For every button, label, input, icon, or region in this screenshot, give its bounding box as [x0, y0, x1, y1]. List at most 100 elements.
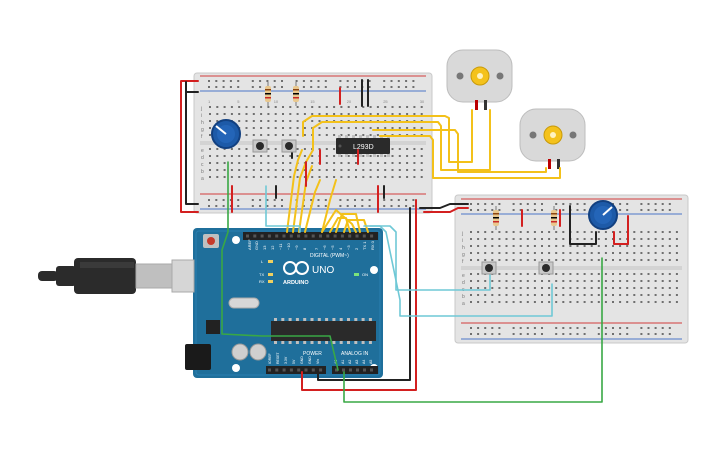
row-letter: i: [201, 113, 202, 119]
column-number: 30: [420, 99, 425, 104]
pin-label: ~11: [278, 243, 283, 250]
power-jack-icon[interactable]: [185, 344, 211, 370]
wire-green: [221, 161, 339, 371]
pin-label: 13: [262, 245, 267, 250]
wire-yellow: [372, 129, 547, 173]
led-label: TX: [259, 272, 264, 277]
pin-label: 12: [270, 245, 275, 250]
pin-label: ~10: [286, 242, 291, 250]
wire-cyan: [265, 185, 301, 233]
on-label: ON: [362, 272, 368, 277]
l293d-chip[interactable]: L293D: [336, 135, 390, 157]
pin-label: A3: [355, 360, 359, 364]
digital-label: DIGITAL (PWM~): [310, 253, 349, 259]
wire-black: [569, 205, 597, 245]
pin-label: A5: [369, 360, 373, 364]
wire-black: [185, 81, 199, 205]
column-number: 20: [347, 99, 352, 104]
wire-red: [180, 80, 199, 89]
wire-yellow: [304, 179, 321, 233]
wire-black: [317, 207, 411, 381]
analog-label: ANALOG IN: [341, 351, 369, 357]
power-analog-header: [268, 368, 373, 372]
pushbutton-1[interactable]: [252, 139, 268, 153]
row-letter: b: [201, 169, 204, 175]
row-letter: i: [462, 238, 463, 244]
dc-motor-2[interactable]: [519, 108, 586, 169]
row-letter: a: [462, 301, 465, 307]
pin-label: 4: [338, 247, 343, 250]
dc-motor-1[interactable]: [446, 49, 513, 110]
board-model: UNO: [312, 265, 334, 276]
row-letter: a: [201, 176, 204, 182]
pin-label: GND: [300, 356, 304, 364]
wire-yellow: [321, 179, 337, 233]
row-letter: f: [201, 134, 203, 140]
pushbutton-2[interactable]: [281, 139, 297, 153]
potentiometer-2[interactable]: [588, 200, 618, 230]
potentiometer-1[interactable]: [211, 119, 241, 149]
usb-cable-icon[interactable]: [38, 258, 195, 294]
row-letter: b: [462, 294, 465, 300]
led-label: RX: [259, 279, 265, 284]
wire-cyan: [369, 225, 553, 317]
pin-label: ~5: [330, 245, 335, 250]
pin-label: 7: [314, 247, 319, 250]
wire-black: [419, 203, 469, 209]
pin-label: Vin: [316, 359, 320, 364]
pushbutton-4[interactable]: [538, 261, 554, 275]
wire-yellow: [312, 109, 491, 171]
pin-label: AREF: [247, 239, 252, 250]
pin-label: GND: [254, 241, 259, 250]
resistor-4[interactable]: [551, 206, 557, 230]
column-number: 10: [274, 99, 279, 104]
pin-label: A4: [362, 360, 366, 364]
power-label: POWER: [303, 351, 322, 357]
pin-label: GND: [308, 356, 312, 364]
pin-label: ~6: [322, 245, 327, 250]
pin-label: A2: [348, 360, 352, 364]
pin-label: RX 0: [370, 240, 375, 250]
column-number: 5: [237, 99, 240, 104]
row-letter: j: [200, 106, 202, 112]
wire-yellow: [292, 149, 314, 233]
breadboard-second: j i h g f e d c b a: [454, 194, 689, 344]
pin-label: 5V: [292, 359, 296, 364]
pin-label: TX 1: [362, 241, 367, 250]
wire-yellow: [335, 213, 361, 233]
row-letter: e: [201, 148, 204, 154]
wire-yellow: [302, 109, 473, 163]
pushbutton-3[interactable]: [481, 261, 497, 275]
pin-label: 3.3V: [284, 356, 288, 364]
wire-red: [613, 231, 629, 245]
breadboard-second-holes: [470, 203, 678, 335]
arduino-logo-text: ARDUINO: [283, 280, 309, 286]
pin-label: ~9: [294, 245, 299, 250]
pin-label: RESET: [276, 351, 280, 364]
row-letter: h: [201, 120, 204, 126]
wire-red: [301, 199, 417, 391]
row-letter: d: [462, 280, 465, 286]
arduino-uno[interactable]: AREF GND 13 12 ~11 ~10 ~9 8 7 ~6 ~5 4 ~3…: [193, 228, 383, 378]
resistor-2[interactable]: [293, 82, 299, 106]
row-letter: f: [462, 259, 464, 265]
pin-label: 2: [354, 247, 359, 250]
row-letter: g: [201, 127, 204, 133]
pin-label: A1: [341, 360, 345, 364]
resistor-3[interactable]: [493, 206, 499, 230]
pin-label: ~3: [346, 245, 351, 250]
column-number: 25: [383, 99, 388, 104]
row-letter: g: [462, 252, 465, 258]
row-letter: h: [462, 245, 465, 251]
wire-cyan: [363, 225, 491, 291]
resistor-1[interactable]: [265, 82, 271, 106]
microcontroller-chip: [271, 321, 376, 341]
column-number: 15: [310, 99, 315, 104]
wire-yellow: [329, 217, 351, 233]
wire-yellow: [286, 149, 303, 233]
chip-label: L293D: [353, 144, 374, 151]
wire-green: [343, 257, 603, 403]
arduino-logo: ARDUINO: [283, 261, 309, 286]
